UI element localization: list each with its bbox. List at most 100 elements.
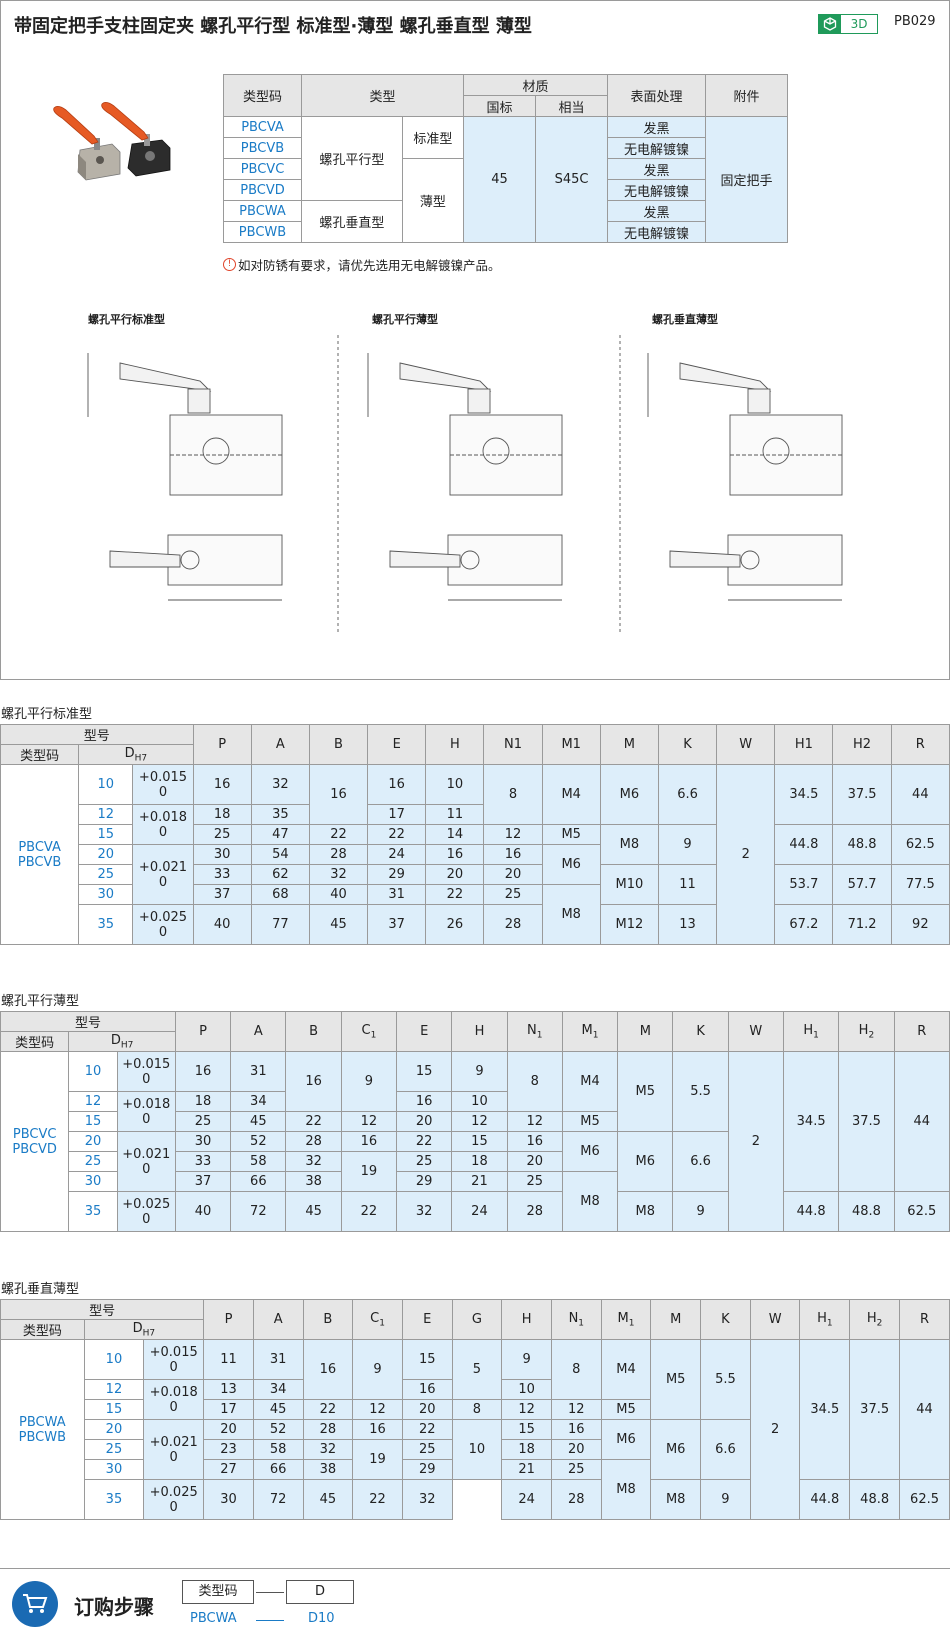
cell: 20 xyxy=(425,864,485,885)
col-H: H xyxy=(501,1299,552,1340)
cell: 26 xyxy=(425,904,485,945)
cell: 22 xyxy=(308,824,369,845)
d-value[interactable]: 10 xyxy=(78,764,134,805)
cell: 11 xyxy=(203,1339,254,1380)
cell: 13 xyxy=(657,904,718,945)
d-value[interactable]: 20 xyxy=(83,1419,145,1440)
cell: 11 xyxy=(425,804,485,825)
note: ! 如对防锈有要求，请优先选用无电解镀镍产品。 xyxy=(223,255,501,274)
col-W: W xyxy=(716,724,776,765)
col-B: B xyxy=(302,1299,354,1340)
cell: 8 xyxy=(483,764,543,825)
d-value[interactable]: 25 xyxy=(78,864,134,885)
d-value[interactable]: 10 xyxy=(83,1339,145,1380)
cell: 29 xyxy=(367,864,427,885)
cell: 17 xyxy=(203,1399,254,1420)
cell: 44 xyxy=(893,1051,950,1192)
col-P: P xyxy=(192,724,252,765)
d-value[interactable]: 20 xyxy=(68,1131,118,1152)
cell: 72 xyxy=(230,1191,287,1232)
col-C1: C1 xyxy=(340,1011,398,1052)
order-steps: 订购步骤 类型码 D PBCWA D10 xyxy=(0,1568,950,1638)
cell: 38 xyxy=(302,1459,354,1480)
cell: 22 xyxy=(396,1131,453,1152)
code-cell[interactable]: PBCVD xyxy=(223,179,302,201)
order-example-code: PBCWA xyxy=(190,1611,237,1626)
col-N1: N1 xyxy=(506,1011,563,1052)
d-value[interactable]: 12 xyxy=(78,804,134,825)
d-value[interactable]: 12 xyxy=(68,1091,118,1112)
cell: 24 xyxy=(501,1479,552,1520)
d-value[interactable]: 30 xyxy=(68,1171,118,1192)
order-type-code-box: 类型码 xyxy=(182,1580,254,1604)
cell: 45 xyxy=(252,1399,304,1420)
d-value[interactable]: 12 xyxy=(83,1379,145,1400)
surface-cell: 无电解镀镍 xyxy=(607,221,706,243)
d-value[interactable]: 20 xyxy=(78,844,134,865)
col-K: K xyxy=(657,724,718,765)
cell: 22 xyxy=(285,1111,342,1132)
cell: 33 xyxy=(192,864,252,885)
cell: 2 xyxy=(727,1051,785,1232)
section-title-2: 螺孔平行薄型 xyxy=(1,994,80,1009)
cell: 10 xyxy=(501,1379,552,1400)
cell: 47 xyxy=(250,824,310,845)
cell: 8 xyxy=(550,1339,602,1400)
cell: 2 xyxy=(749,1339,801,1520)
col-R: R xyxy=(890,724,950,765)
cell: 28 xyxy=(550,1479,602,1520)
cell: 37.5 xyxy=(838,1051,895,1192)
sub-thin: 薄型 xyxy=(401,158,465,243)
cell: 45 xyxy=(308,904,369,945)
cell: M6 xyxy=(599,764,659,825)
code-cell[interactable]: PBCVA xyxy=(223,116,302,138)
cell: 21 xyxy=(451,1171,508,1192)
h-type-code: 类型码 xyxy=(223,74,302,117)
d-value[interactable]: 25 xyxy=(83,1439,145,1460)
col-P: P xyxy=(203,1299,254,1340)
code-cell[interactable]: PBCWB xyxy=(223,221,302,243)
d-value[interactable]: 10 xyxy=(68,1051,118,1092)
cell: 28 xyxy=(285,1131,342,1152)
cell: 32 xyxy=(401,1479,453,1520)
cell: 66 xyxy=(252,1459,304,1480)
cell: 53.7 xyxy=(774,864,834,905)
d-value[interactable]: 25 xyxy=(68,1151,118,1172)
d-value[interactable]: 30 xyxy=(78,884,134,905)
code-cell[interactable]: PBCVB xyxy=(223,137,302,159)
d-value[interactable]: 35 xyxy=(68,1191,118,1232)
code-cell[interactable]: PBCWA xyxy=(223,200,302,222)
d-value[interactable]: 35 xyxy=(78,904,134,945)
d-value[interactable]: 30 xyxy=(83,1459,145,1480)
cell: 44.8 xyxy=(799,1479,851,1520)
cell: 24 xyxy=(367,844,427,865)
cell: 25 xyxy=(401,1439,453,1460)
cell: 20 xyxy=(483,864,543,885)
material-national: 45 xyxy=(463,116,536,243)
cell: 66 xyxy=(230,1171,287,1192)
d-value[interactable]: 15 xyxy=(83,1399,145,1420)
info-icon: ! xyxy=(223,258,236,271)
d-value[interactable]: 35 xyxy=(83,1479,145,1520)
cell: M6 xyxy=(561,1131,619,1172)
cell: 6.6 xyxy=(672,1131,729,1192)
cell: M12 xyxy=(599,904,659,945)
d-value[interactable]: 15 xyxy=(78,824,134,845)
cell: M6 xyxy=(541,844,601,885)
d-value[interactable]: 15 xyxy=(68,1111,118,1132)
cell: 34.5 xyxy=(782,1051,840,1192)
3d-badge[interactable]: 3D xyxy=(818,14,878,34)
cell: 35 xyxy=(250,804,310,825)
cell: 11 xyxy=(657,864,718,905)
cell: 20 xyxy=(506,1151,563,1172)
code-cell[interactable]: PBCVC xyxy=(223,158,302,180)
cell: M8 xyxy=(650,1479,702,1520)
cell: 37.5 xyxy=(849,1339,901,1480)
surface-cell: 无电解镀镍 xyxy=(607,179,706,201)
cell: 12 xyxy=(483,824,543,845)
